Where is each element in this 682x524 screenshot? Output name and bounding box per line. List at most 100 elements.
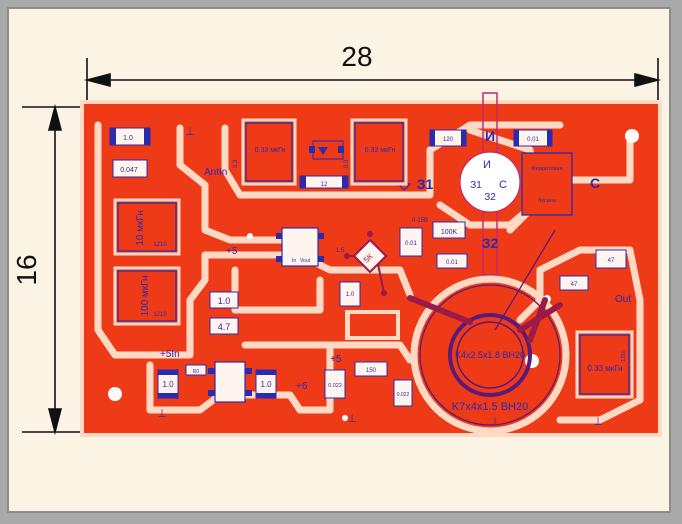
inductor-033-out-label: 0.33 мкГн <box>587 364 622 373</box>
inductor-10uh-case: 1210 <box>153 242 167 248</box>
small-ic <box>208 361 252 403</box>
transistor-body-g1: З1 <box>470 180 482 191</box>
dimension-width <box>83 58 662 103</box>
inductor-033-b-side: 0.3 <box>344 159 350 168</box>
toroid-inner-ring <box>448 313 532 397</box>
transistor-gate2-label: З2 <box>482 235 499 251</box>
net-ant-in: AntIn <box>204 167 227 178</box>
svg-text:12: 12 <box>321 182 328 188</box>
svg-text:0.047: 0.047 <box>120 167 138 174</box>
ic-pin-in: In <box>292 258 296 264</box>
toroid-windings <box>407 295 563 343</box>
net-plus5-in: +5In <box>160 349 180 360</box>
copper-island <box>350 314 396 336</box>
resistor-100k: 100K <box>432 221 466 239</box>
height-dimension-label: 16 <box>11 254 42 285</box>
cap-0-01-low: 0.01 <box>436 253 468 269</box>
transistor-body <box>459 151 521 213</box>
ferrite-bead-title: Ферритовая <box>532 166 563 172</box>
winding-lead <box>494 229 556 331</box>
svg-text:0.01: 0.01 <box>405 241 417 247</box>
ferrite-bead-subtitle: бусина <box>538 198 557 204</box>
ground-symbols: ⊥ ⊥ ⊥ ⊥ ⊥ <box>157 126 603 428</box>
svg-text:120: 120 <box>443 137 454 143</box>
svg-text:4.7: 4.7 <box>218 322 231 332</box>
ground-icon: ⊥ <box>185 126 195 138</box>
inductor-033-a-side: 0.3 <box>233 159 239 168</box>
svg-text:47: 47 <box>571 282 578 288</box>
regulator-ic: In Vout <box>276 227 324 267</box>
net-labels: AntIn +5 +5 +5In +6 Out <box>160 167 631 392</box>
toroid-inner-core <box>456 321 524 389</box>
inductor-100uh-case: 1210 <box>153 312 167 318</box>
ic-pin-vout: Vout <box>300 258 311 264</box>
inductor-033-out: 0.33 мкГн 1210 <box>575 330 634 399</box>
transistor-body-source: С <box>499 179 507 191</box>
inductor-033-b-label: 0.33 мкГн <box>365 147 396 154</box>
cap-1-5-label: 1.5 <box>336 248 345 254</box>
cap-4-7: 4.7 <box>209 317 239 335</box>
resistor-12: 12 <box>299 175 349 189</box>
small-resistor-r0: R0 <box>185 364 207 376</box>
cap-1-0-left-stack: 1.0 <box>209 291 239 309</box>
inductor-033-a-label: 0.33 мкГн <box>255 147 286 154</box>
transistor-source-label: С <box>590 175 600 191</box>
svg-text:R0: R0 <box>193 369 200 375</box>
inductor-033-a: 0.33 мкГн 0.3 <box>233 118 297 186</box>
cap-47-b: 47 <box>559 275 589 291</box>
ground-icon: ⊥ <box>157 408 167 420</box>
svg-text:0.022: 0.022 <box>328 383 342 389</box>
cap-1-0-top: 1.0 <box>109 127 151 146</box>
smd-parts: 1.0 0.047 12 120 0.01 0.01 0-15B 100K 0.… <box>109 127 627 407</box>
toroid-outer-clearance <box>410 275 570 435</box>
cap-1-0-left: 1.0 <box>157 369 179 399</box>
svg-text:0.01: 0.01 <box>527 137 539 143</box>
toroid-inner-label: K4x2.5x1.8 ВН20 <box>455 350 525 360</box>
svg-text:1.0: 1.0 <box>260 380 272 389</box>
transistor-body-g2: З2 <box>484 192 496 203</box>
ground-icon: ⊥ <box>593 416 603 428</box>
inductor-10uh-label: 10 мкГн <box>135 210 146 246</box>
ground-icon: ⊥ <box>347 413 357 425</box>
toroid-outer-ring <box>419 284 561 426</box>
inductor-10uh: 10 мкГн 1210 <box>113 198 181 256</box>
cap-0-01-top: 0.01 <box>513 129 553 147</box>
transistor-gate1-label: З1 <box>417 176 434 192</box>
toroid-outer-label: K7x4x1.5 ВН20 <box>452 401 528 413</box>
svg-text:150: 150 <box>366 368 377 374</box>
net-plus6: +6 <box>296 381 308 392</box>
svg-text:1.0: 1.0 <box>218 296 231 306</box>
inductor-033-b: 0.33 мкГн 0.3 <box>344 118 408 186</box>
net-out: Out <box>615 294 631 305</box>
ferrite-bead <box>521 152 573 216</box>
cap-1-0-right: 1.0 <box>255 369 277 399</box>
svg-text:100K: 100K <box>441 229 458 236</box>
resistor-120: 120 <box>429 129 467 147</box>
inductor-100uh: 100 мкГн 1210 <box>113 266 181 326</box>
ground-icon: ⊥ <box>490 416 500 428</box>
svg-text:0.022: 0.022 <box>397 392 410 398</box>
cap-47-a: 47 <box>595 249 627 269</box>
resistor-150: 150 <box>354 361 388 377</box>
net-plus5-b: +5 <box>330 354 342 365</box>
varicap-diode: 5К <box>344 231 388 296</box>
svg-text:1.0: 1.0 <box>346 292 355 298</box>
svg-text:47: 47 <box>608 258 615 264</box>
width-dimension-label: 28 <box>341 41 372 72</box>
cap-0-022-a: 0.022 <box>324 369 346 399</box>
net-plus5-a: +5 <box>226 246 238 257</box>
varicap-label: 0-15B <box>412 218 428 224</box>
inductor-033-out-case: 1210 <box>621 350 627 361</box>
svg-text:1.0: 1.0 <box>162 380 174 389</box>
transistor-body-drain: И <box>483 159 491 171</box>
cap-0-047: 0.047 <box>112 159 148 178</box>
transistor-drain-label: И <box>485 128 495 144</box>
diode-footprint <box>309 140 344 160</box>
cap-1-0-mid: 1.0 <box>339 281 361 307</box>
svg-text:1.0: 1.0 <box>123 135 133 142</box>
svg-text:0.01: 0.01 <box>446 260 458 266</box>
cap-0-01-mid: 0.01 <box>399 227 423 257</box>
isolation-gaps <box>94 121 644 424</box>
